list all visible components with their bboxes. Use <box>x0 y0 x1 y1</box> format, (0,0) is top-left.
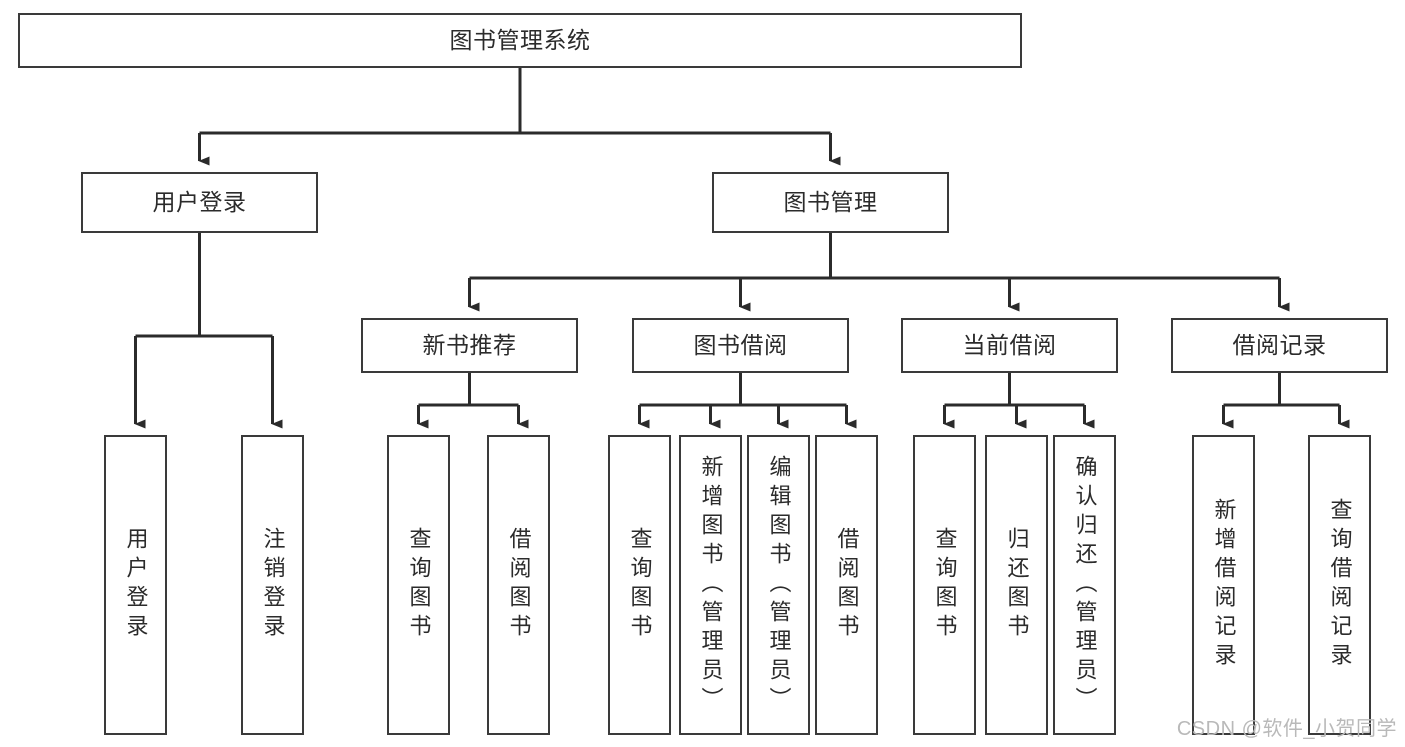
node-label: 当前借阅 <box>962 331 1057 358</box>
node-label-vertical: 新增借阅记录 <box>1211 498 1237 672</box>
node-leaf-logout[interactable]: 注销登录 <box>241 435 304 735</box>
node-root[interactable]: 图书管理系统 <box>18 13 1022 68</box>
node-user-login[interactable]: 用户登录 <box>81 172 318 233</box>
node-leaf-query-borrow-record[interactable]: 查询借阅记录 <box>1308 435 1371 735</box>
node-leaf-add-borrow-record[interactable]: 新增借阅记录 <box>1192 435 1255 735</box>
node-current-borrow[interactable]: 当前借阅 <box>901 318 1118 373</box>
node-label-vertical: 借阅图书 <box>834 527 860 643</box>
node-label: 图书借阅 <box>693 331 788 358</box>
edge-paths <box>134 68 1350 429</box>
node-label-vertical: 查询图书 <box>932 527 958 643</box>
node-label-vertical: 借阅图书 <box>506 527 532 643</box>
node-leaf-return-book[interactable]: 归还图书 <box>985 435 1048 735</box>
node-label-vertical: 编辑图书（管理员） <box>766 454 792 716</box>
node-label-vertical: 用户登录 <box>123 527 149 643</box>
node-borrow-record[interactable]: 借阅记录 <box>1171 318 1388 373</box>
node-label-vertical: 新增图书（管理员） <box>698 454 724 716</box>
node-label-vertical: 注销登录 <box>260 527 286 643</box>
node-label: 用户登录 <box>152 188 247 215</box>
node-leaf-edit-book-admin[interactable]: 编辑图书（管理员） <box>747 435 810 735</box>
node-leaf-borrow-book-2[interactable]: 借阅图书 <box>815 435 878 735</box>
node-leaf-borrow-book-1[interactable]: 借阅图书 <box>487 435 550 735</box>
node-label: 新书推荐 <box>422 331 517 358</box>
node-label-vertical: 查询图书 <box>627 527 653 643</box>
node-label-vertical: 确认归还（管理员） <box>1072 454 1098 716</box>
node-label: 借阅记录 <box>1232 331 1327 358</box>
node-label: 图书管理 <box>783 188 878 215</box>
node-label: 图书管理系统 <box>449 26 591 53</box>
node-book-borrow[interactable]: 图书借阅 <box>632 318 849 373</box>
node-label-vertical: 归还图书 <box>1004 527 1030 643</box>
node-leaf-add-book-admin[interactable]: 新增图书（管理员） <box>679 435 742 735</box>
node-leaf-user-login[interactable]: 用户登录 <box>104 435 167 735</box>
node-book-manage[interactable]: 图书管理 <box>712 172 949 233</box>
node-leaf-query-book-1[interactable]: 查询图书 <box>387 435 450 735</box>
node-leaf-confirm-return-admin[interactable]: 确认归还（管理员） <box>1053 435 1116 735</box>
node-leaf-query-book-2[interactable]: 查询图书 <box>608 435 671 735</box>
node-label-vertical: 查询图书 <box>406 527 432 643</box>
node-leaf-query-book-3[interactable]: 查询图书 <box>913 435 976 735</box>
node-new-book-recommend[interactable]: 新书推荐 <box>361 318 578 373</box>
node-label-vertical: 查询借阅记录 <box>1327 498 1353 672</box>
